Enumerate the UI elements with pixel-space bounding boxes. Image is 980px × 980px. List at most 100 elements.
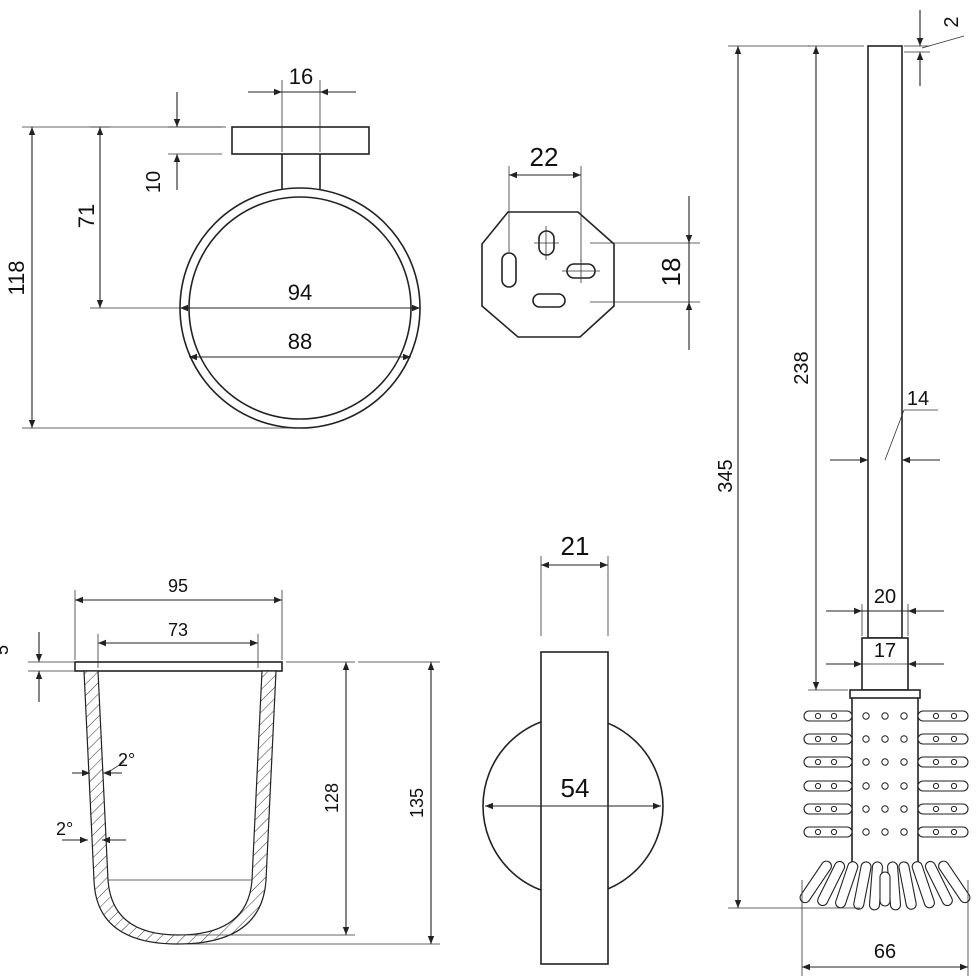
dim-brush-handle-diameter: 14 [907, 388, 929, 410]
bristle-left-1 [803, 733, 853, 745]
dim-ring-outer-diameter: 94 [288, 280, 312, 305]
bristle-fan-6 [898, 861, 917, 910]
dim-cup-inner-height: 128 [322, 783, 342, 813]
core-hole [881, 828, 889, 836]
bristle-tuft-end [950, 758, 958, 766]
wall-plate-view: 22 18 [481, 142, 700, 350]
bristle-tuft-end [814, 805, 822, 813]
cup-wall-section [83, 670, 277, 945]
brush-view: 2 238 345 14 20 17 66 [715, 10, 971, 976]
bristle-tuft-end [830, 782, 838, 790]
plate-screw-hole-right [562, 259, 600, 283]
bristle-right-3 [917, 780, 969, 792]
dim-plate-slot-height: 18 [656, 258, 686, 287]
wall-plate-profile [231, 126, 370, 155]
bristle-tuft-end [950, 805, 958, 813]
core-hole [881, 758, 889, 766]
bristle-right-2 [917, 756, 969, 768]
bristle-tuft-end [814, 828, 822, 836]
dim-mount-width: 21 [561, 531, 590, 561]
cup-section-view: 95 73 5 2° 2° 128 135 [0, 576, 440, 945]
bristle-tuft-end [932, 735, 940, 743]
dim-plate-thickness: 10 [143, 171, 165, 193]
dim-plate-slot-spacing: 22 [530, 142, 559, 172]
bristle-left-3 [803, 780, 853, 792]
core-hole [881, 805, 889, 813]
plate-slot-bottom [532, 293, 566, 308]
dim-cup-wall-angle-bottom: 2° [56, 819, 73, 839]
dim-mount-diameter: 54 [561, 773, 590, 803]
bristle-fan-2 [835, 861, 859, 909]
core-hole [900, 828, 908, 836]
brush-handle [867, 45, 903, 639]
plate-screw-hole-top [534, 226, 559, 260]
core-hole [862, 782, 870, 790]
bristle-tuft-end [950, 712, 958, 720]
core-hole [900, 805, 908, 813]
core-hole [900, 735, 908, 743]
bristle-tuft-end [932, 828, 940, 836]
core-hole [862, 828, 870, 836]
bristle-right-0 [917, 710, 969, 722]
dim-brush-cap: 2 [941, 16, 963, 27]
dim-ring-inner-diameter: 88 [288, 329, 312, 354]
bristle-right-4 [917, 803, 969, 815]
core-hole [881, 712, 889, 720]
bristle-tuft-end [814, 782, 822, 790]
core-hole [881, 782, 889, 790]
dim-holder-ring-height: 71 [74, 204, 99, 228]
dim-brush-collar-inner: 17 [874, 640, 896, 662]
bristle-left-5 [803, 826, 853, 838]
bristle-tuft-end [830, 735, 838, 743]
bristle-right-5 [917, 826, 969, 838]
core-hole [862, 735, 870, 743]
bristle-tuft-end [830, 712, 838, 720]
core-hole [862, 758, 870, 766]
dim-cup-top-width: 95 [168, 576, 188, 596]
bristle-left-0 [803, 710, 853, 722]
bristle-tuft-end [814, 712, 822, 720]
core-hole [900, 782, 908, 790]
core-hole [881, 735, 889, 743]
core-hole [900, 758, 908, 766]
bristle-tuft-end [932, 782, 940, 790]
bristle-tuft-end [932, 758, 940, 766]
bristle-tuft-end [950, 735, 958, 743]
dim-cup-inner-width: 73 [168, 620, 188, 640]
bristle-fan-1 [817, 860, 846, 907]
mount-bar [540, 651, 609, 965]
core-hole [862, 805, 870, 813]
bristle-tuft-end [830, 758, 838, 766]
bristle-tuft-end [950, 782, 958, 790]
brush-bristles [799, 710, 971, 911]
bristle-tuft-end [932, 805, 940, 813]
bristle-fan-3 [853, 861, 872, 910]
bristle-left-2 [803, 756, 853, 768]
dim-cup-rim: 5 [0, 645, 12, 655]
dim-brush-total-length: 345 [715, 459, 737, 492]
core-hole [862, 712, 870, 720]
dim-cup-total-height: 135 [407, 788, 427, 818]
cup-rim [74, 661, 283, 672]
dim-brush-collar-outer: 20 [874, 586, 896, 608]
holder-view: 16 10 71 118 94 88 [4, 64, 421, 429]
bristle-tuft-end [814, 735, 822, 743]
bristle-left-4 [803, 803, 853, 815]
bristle-tuft-end [932, 712, 940, 720]
bristle-fan-7 [911, 861, 935, 909]
bristle-tuft-end [830, 828, 838, 836]
dim-brush-head-width: 66 [874, 941, 896, 963]
bristle-tip [879, 871, 891, 907]
core-hole [900, 712, 908, 720]
dim-brush-handle-length: 238 [791, 351, 813, 384]
bristle-tuft-end [830, 805, 838, 813]
bristle-right-1 [917, 733, 969, 745]
bristle-tuft-end [814, 758, 822, 766]
dim-cup-wall-angle-top: 2° [118, 750, 135, 770]
bristle-tuft-end [950, 828, 958, 836]
dim-holder-neck-width: 16 [289, 64, 313, 89]
dim-holder-total-height: 118 [4, 260, 29, 295]
mount-side-view: 21 54 [482, 531, 664, 965]
plate-slot-left [501, 252, 517, 288]
